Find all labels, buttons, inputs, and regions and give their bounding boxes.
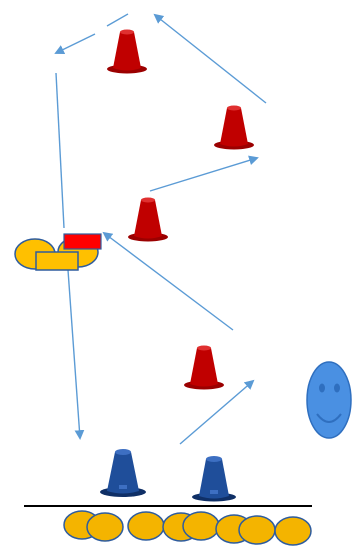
- blue-cone: [192, 456, 236, 502]
- ball: [86, 512, 124, 542]
- ball: [182, 511, 220, 541]
- arrow-left-down-lower: [67, 269, 85, 440]
- red-cone: [128, 197, 168, 242]
- arrow-diagonal-left: [102, 231, 234, 331]
- ball: [238, 515, 276, 545]
- red-cone: [214, 105, 254, 150]
- path-arrows: [54, 13, 267, 445]
- red-cone: [107, 29, 147, 74]
- red-marker: [63, 233, 102, 250]
- smiley-face-icon: [306, 361, 352, 439]
- arrow-top-left: [54, 33, 96, 54]
- arrow-mid-right: [149, 155, 259, 192]
- ball: [127, 511, 165, 541]
- blue-cone: [100, 449, 146, 497]
- arrow-top-left-dash: [106, 13, 129, 27]
- player-marker: [35, 251, 79, 271]
- arrow-left-down: [55, 72, 65, 229]
- arrow-bottom-right: [179, 379, 255, 445]
- player-group-left: [14, 233, 102, 271]
- red-cone: [184, 345, 224, 390]
- balls-row: [63, 510, 312, 546]
- ball: [274, 516, 312, 546]
- arrow-top-right-return: [153, 13, 267, 104]
